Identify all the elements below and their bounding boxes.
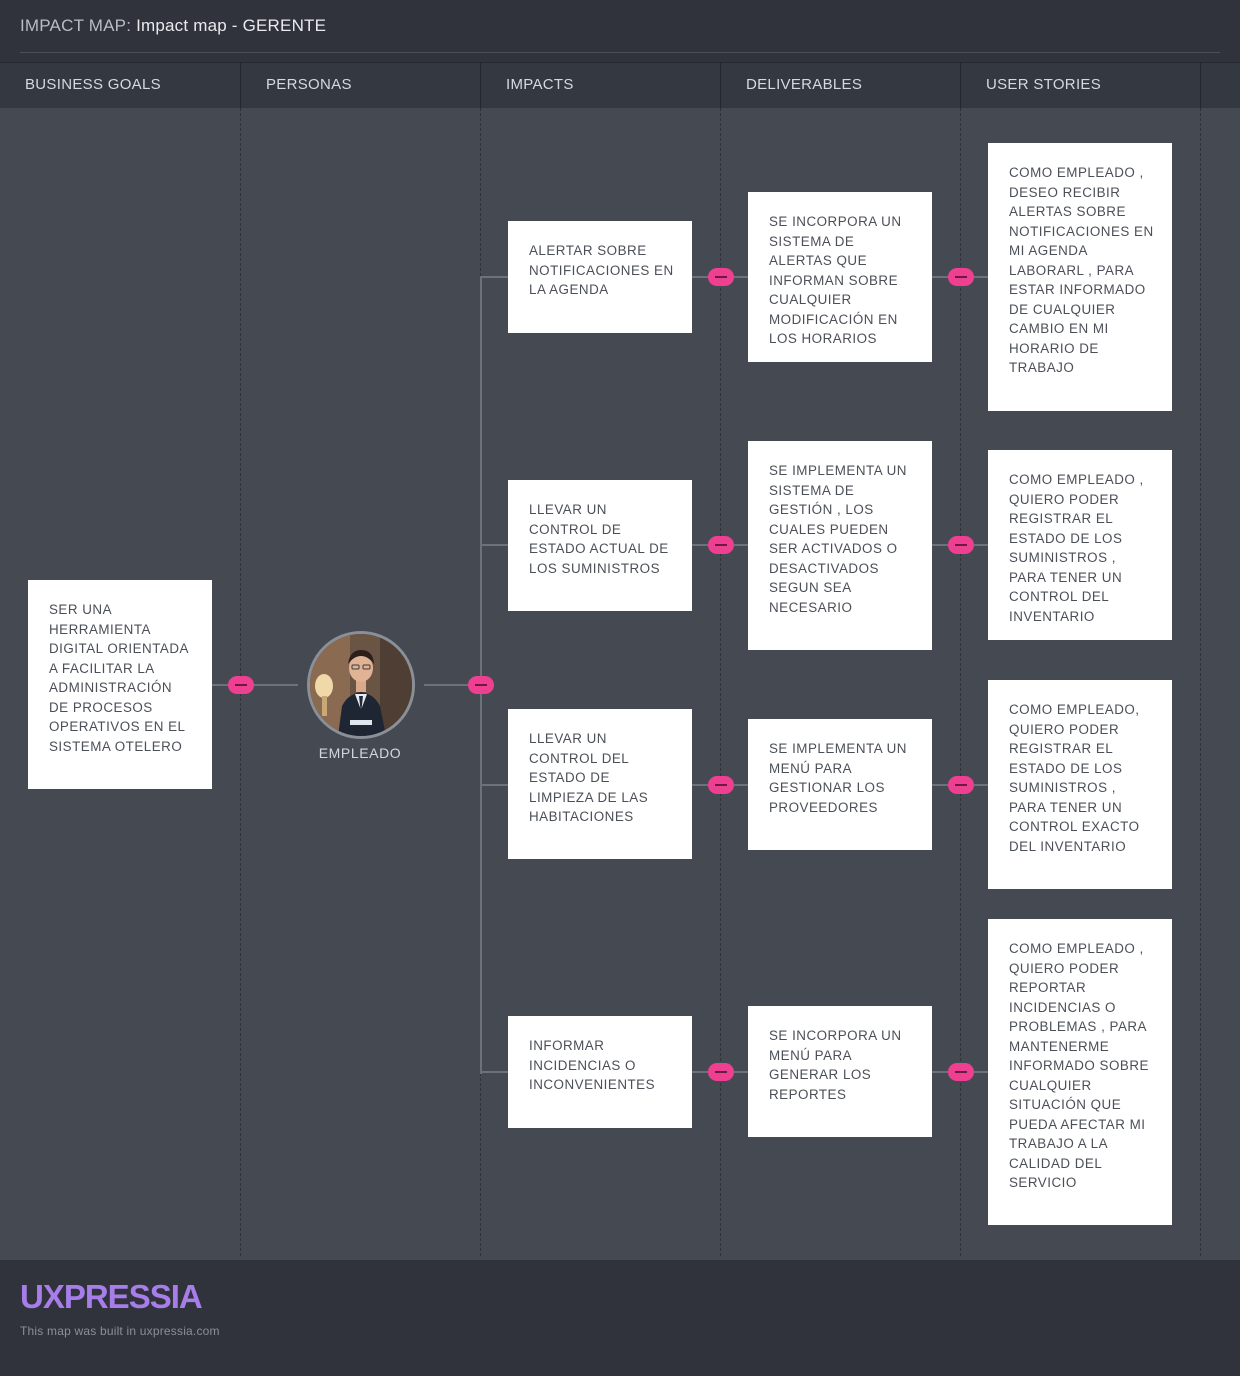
user-story-card[interactable]: COMO EMPLEADO , DESEO RECIBIR ALERTAS SO… xyxy=(988,143,1172,411)
deliverable-card[interactable]: SE INCORPORA UN MENÚ PARA GENERAR LOS RE… xyxy=(748,1006,932,1137)
deliverable-card[interactable]: SE INCORPORA UN SISTEMA DE ALERTAS QUE I… xyxy=(748,192,932,362)
impact-card[interactable]: LLEVAR UN CONTROL DEL ESTADO DE LIMPIEZA… xyxy=(508,709,692,859)
collapse-toggle[interactable] xyxy=(708,536,734,554)
column-divider xyxy=(1200,108,1201,1256)
column-divider xyxy=(720,108,721,1256)
user-story-card[interactable]: COMO EMPLEADO , QUIERO PODER REPORTAR IN… xyxy=(988,919,1172,1225)
map-title-name[interactable]: Impact map - GERENTE xyxy=(136,16,327,35)
connector-line xyxy=(480,276,508,278)
impact-card[interactable]: ALERTAR SOBRE NOTIFICACIONES EN LA AGEND… xyxy=(508,221,692,333)
impact-card[interactable]: LLEVAR UN CONTROL DE ESTADO ACTUAL DE LO… xyxy=(508,480,692,611)
user-story-card[interactable]: COMO EMPLEADO , QUIERO PODER REGISTRAR E… xyxy=(988,450,1172,640)
uxpressia-logo[interactable]: UXPRESSIA xyxy=(20,1278,203,1315)
impact-card[interactable]: INFORMAR INCIDENCIAS O INCONVENIENTES xyxy=(508,1016,692,1128)
persona-avatar[interactable] xyxy=(307,631,415,739)
deliverable-card[interactable]: SE IMPLEMENTA UN SISTEMA DE GESTIÓN , LO… xyxy=(748,441,932,650)
collapse-toggle[interactable] xyxy=(708,1063,734,1081)
column-header-deliverables[interactable]: DELIVERABLES xyxy=(721,63,961,109)
connector-line xyxy=(212,684,298,686)
persona-label[interactable]: EMPLEADO xyxy=(318,745,402,761)
collapse-toggle[interactable] xyxy=(708,268,734,286)
collapse-toggle[interactable] xyxy=(228,676,254,694)
column-header-impacts[interactable]: IMPACTS xyxy=(481,63,721,109)
column-header-personas[interactable]: PERSONAS xyxy=(241,63,481,109)
connector-line xyxy=(480,1071,508,1073)
collapse-toggle[interactable] xyxy=(948,268,974,286)
connector-line xyxy=(480,784,508,786)
business-goal-card[interactable]: SER UNA HERRAMIENTA DIGITAL ORIENTADA A … xyxy=(28,580,212,789)
connector-line xyxy=(424,684,482,686)
collapse-toggle[interactable] xyxy=(948,536,974,554)
collapse-toggle[interactable] xyxy=(468,676,494,694)
deliverable-card[interactable]: SE IMPLEMENTA UN MENÚ PARA GESTIONAR LOS… xyxy=(748,719,932,850)
map-title: IMPACT MAP: Impact map - GERENTE xyxy=(20,16,326,36)
top-bar: IMPACT MAP: Impact map - GERENTE xyxy=(0,0,1240,53)
connector-line xyxy=(480,544,508,546)
collapse-toggle[interactable] xyxy=(708,776,734,794)
collapse-toggle[interactable] xyxy=(948,776,974,794)
column-header-user-stories[interactable]: USER STORIES xyxy=(961,63,1201,109)
user-story-card[interactable]: COMO EMPLEADO, QUIERO PODER REGISTRAR EL… xyxy=(988,680,1172,889)
built-with-text[interactable]: This map was built in uxpressia.com xyxy=(20,1324,220,1338)
footer: UXPRESSIA This map was built in uxpressi… xyxy=(0,1260,1240,1376)
person-avatar-icon xyxy=(310,634,412,736)
map-title-prefix: IMPACT MAP: xyxy=(20,16,132,35)
impact-map-canvas: SER UNA HERRAMIENTA DIGITAL ORIENTADA A … xyxy=(0,108,1240,1260)
column-header-row: BUSINESS GOALS PERSONAS IMPACTS DELIVERA… xyxy=(0,62,1240,109)
collapse-toggle[interactable] xyxy=(948,1063,974,1081)
title-divider xyxy=(20,52,1220,53)
connector-trunk xyxy=(480,276,482,1074)
column-header-business-goals[interactable]: BUSINESS GOALS xyxy=(0,63,241,109)
column-divider xyxy=(960,108,961,1256)
